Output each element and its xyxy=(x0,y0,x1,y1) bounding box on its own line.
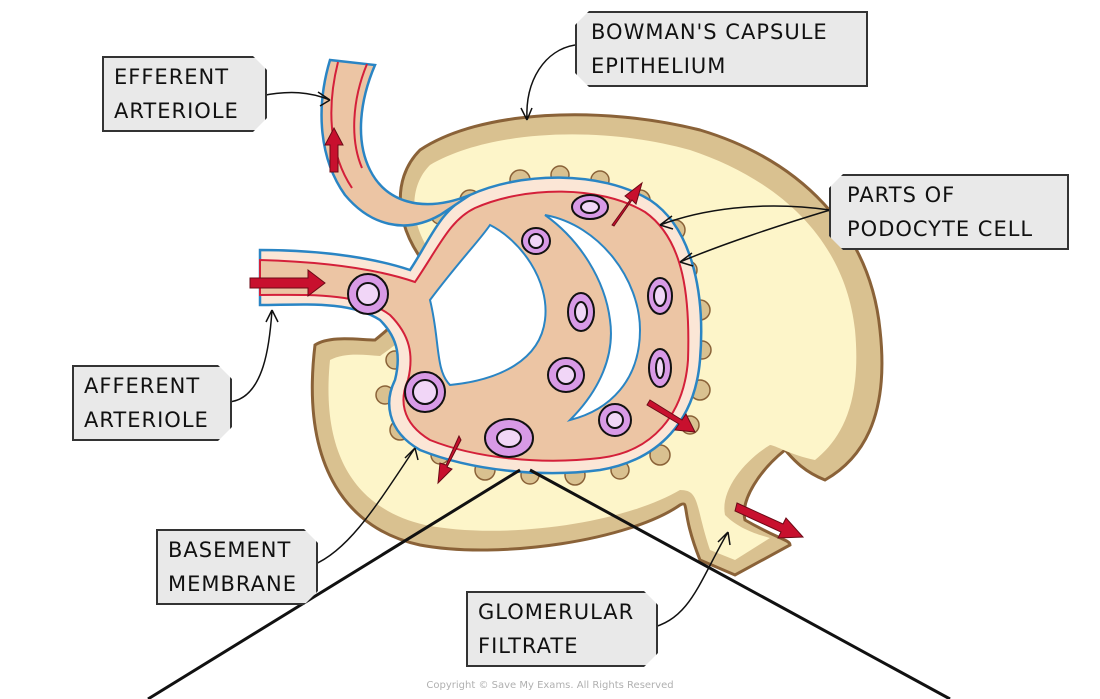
blood-cell xyxy=(347,273,389,315)
arrow-filtrate-out xyxy=(734,502,805,539)
zoom-line-right xyxy=(529,468,951,699)
blood-cell xyxy=(567,292,595,332)
label-basement-membrane: BASEMENT MEMBRANE xyxy=(156,529,318,605)
arrow-filtration-top xyxy=(611,181,643,227)
copyright-notice: Copyright © Save My Exams. All Rights Re… xyxy=(426,680,674,691)
label-text: PARTS OF xyxy=(847,183,956,207)
label-text: EFFERENT xyxy=(114,65,230,89)
blood-cell xyxy=(547,357,585,393)
blood-cell xyxy=(404,371,446,413)
label-efferent-arteriole: EFFERENT ARTERIOLE xyxy=(102,56,267,132)
label-text: PODOCYTE CELL xyxy=(847,217,1034,241)
blood-cell xyxy=(598,403,632,437)
arrow-efferent-up xyxy=(324,126,344,173)
zoom-line-left xyxy=(147,468,521,699)
arrow-filtration-bottom xyxy=(437,434,462,485)
inner-space-left xyxy=(428,223,547,387)
red-blood-cells xyxy=(347,194,673,458)
label-afferent-arteriole: AFFERENT ARTERIOLE xyxy=(72,365,232,441)
label-text: GLOMERULAR xyxy=(478,600,635,624)
flow-arrows xyxy=(249,126,805,539)
label-text: ARTERIOLE xyxy=(114,99,239,123)
label-text: FILTRATE xyxy=(478,634,579,658)
label-bowmans-capsule-epithelium: BOWMAN'S CAPSULE EPITHELIUM xyxy=(575,11,868,87)
leader-lines xyxy=(227,44,831,629)
label-text: ARTERIOLE xyxy=(84,408,209,432)
blood-cell xyxy=(571,194,609,220)
efferent-arteriole-vessel xyxy=(320,58,471,227)
arrow-filtration-right xyxy=(646,399,696,433)
arrow-afferent-in xyxy=(249,268,326,298)
label-text: MEMBRANE xyxy=(168,572,297,596)
label-text: AFFERENT xyxy=(84,374,201,398)
label-parts-of-podocyte-cell: PARTS OF PODOCYTE CELL xyxy=(829,174,1069,250)
label-text: EPITHELIUM xyxy=(591,54,727,78)
blood-cell xyxy=(484,418,534,458)
blood-cell xyxy=(521,227,551,255)
inner-space-crescent xyxy=(544,214,642,422)
label-text: BOWMAN'S CAPSULE xyxy=(591,20,828,44)
blood-cell xyxy=(647,277,673,315)
label-text: BASEMENT xyxy=(168,538,292,562)
blood-cell xyxy=(648,348,672,388)
label-glomerular-filtrate: GLOMERULAR FILTRATE xyxy=(466,591,658,667)
